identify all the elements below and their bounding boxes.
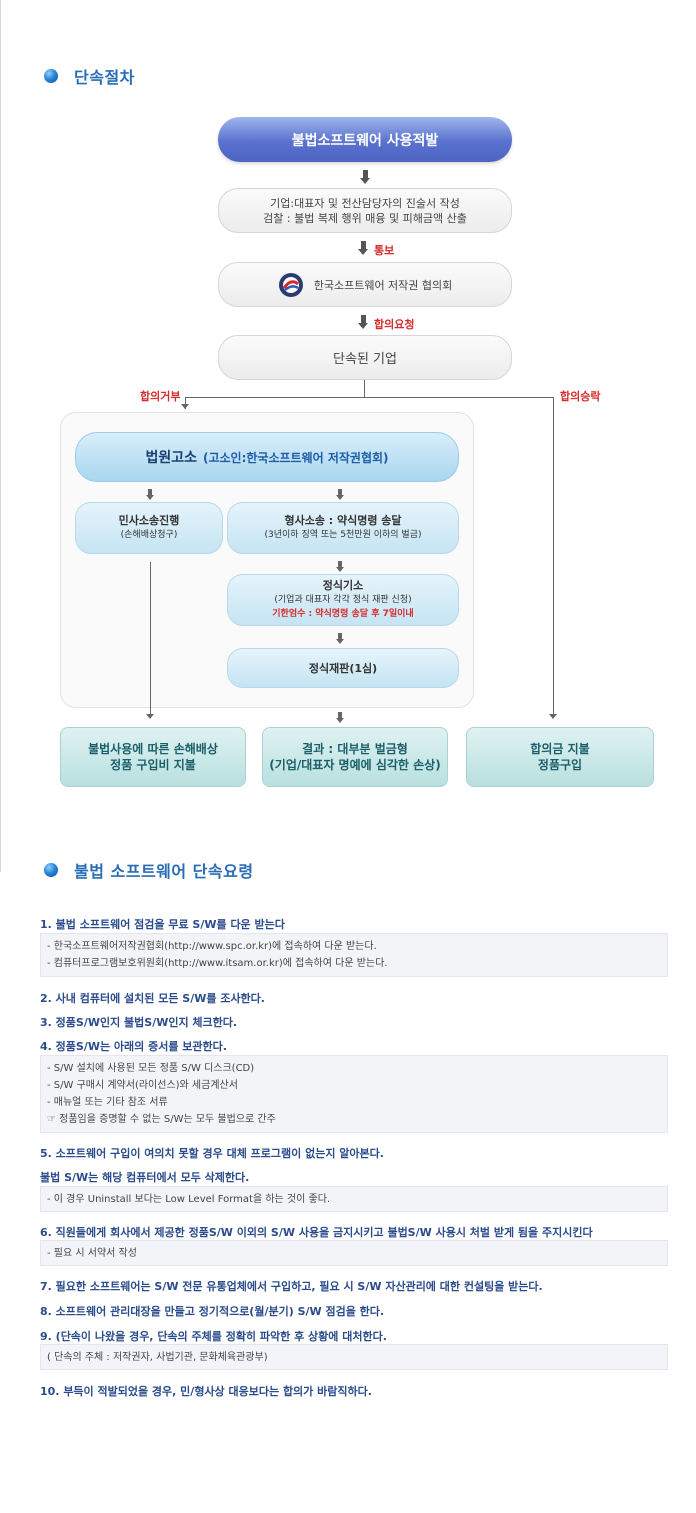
flow-company-box: 단속된 기업	[218, 335, 512, 380]
section-title-guidelines: 불법 소프트웨어 단속요령	[44, 858, 254, 882]
item-6: 6. 직원들에게 회사에서 제공한 정품S/W 이외의 S/W 사용을 금지시키…	[40, 1226, 593, 1239]
detail-line: - S/W 구매시 계약서(라이선스)와 세금계산서	[47, 1080, 238, 1091]
civil-suit-label: 민사소송진행	[118, 514, 180, 527]
item-8: 8. 소프트웨어 관리대장을 만들고 정기적으로(월/분기) S/W 점검을 한…	[40, 1305, 385, 1318]
item-9-details: ( 단속의 주체 : 저작권자, 사법기관, 문화체육관광부)	[40, 1344, 668, 1370]
refuse-label: 합의거부	[140, 390, 181, 403]
item-5-note: 불법 S/W는 해당 컴퓨터에서 모두 삭제한다.	[40, 1171, 250, 1184]
court-complainant-label: (고소인:한국소프트웨어 저작권협회)	[202, 450, 389, 465]
accept-vertical-line	[553, 397, 554, 715]
item-2: 2. 사내 컴퓨터에 설치된 모든 S/W를 조사한다.	[40, 992, 265, 1005]
result-settlement-line2: 정품구입	[537, 758, 583, 772]
association-logo-icon	[278, 272, 303, 297]
court-main-label: 법원고소	[145, 450, 197, 466]
bullet-icon	[44, 863, 58, 877]
arrow-down-icon	[360, 170, 371, 184]
item-9: 9. (단속이 나왔을 경우, 단속의 주체를 정확히 파악한 후 상황에 대처…	[40, 1330, 387, 1343]
item-3: 3. 정품S/W인지 불법S/W인지 체크한다.	[40, 1016, 238, 1029]
deadline-note: 기한엄수 : 약식명령 송달 후 7일이내	[272, 609, 414, 619]
civil-suit-sub: (손해배상청구)	[120, 530, 178, 540]
item-1-details: - 한국소프트웨어저작권협회(http://www.spc.or.kr)에 접속…	[40, 933, 668, 977]
result-fine-line2: (기업/대표자 명예에 심각한 손상)	[269, 758, 441, 772]
item-4-details: - S/W 설치에 사용된 모든 정품 S/W 디스크(CD) - S/W 구매…	[40, 1055, 668, 1133]
result-settlement-box: 합의금 지불 정품구입	[466, 727, 654, 787]
left-border	[0, 0, 1, 872]
item-5: 5. 소프트웨어 구입이 여의치 못할 경우 대체 프로그램이 없는지 알아본다…	[40, 1147, 384, 1160]
criminal-suit-sub: (3년이하 징역 또는 5천만원 이하의 벌금)	[264, 530, 422, 540]
arrow-down-icon	[358, 241, 369, 255]
arrow-down-icon	[336, 712, 344, 723]
arrow-down-icon	[358, 315, 369, 329]
flow-detected-box: 불법소프트웨어 사용적발	[218, 117, 512, 162]
branch-horizontal-line	[185, 397, 553, 398]
item-10: 10. 부득이 적발되었을 경우, 민/형사상 대응보다는 합의가 바람직하다.	[40, 1385, 372, 1398]
item-4: 4. 정품S/W는 아래의 증서를 보관한다.	[40, 1040, 227, 1053]
arrow-down-icon	[181, 404, 189, 415]
formal-trial-label: 정식재판(1심)	[308, 662, 378, 675]
bullet-icon	[44, 69, 58, 83]
flow-statement-box: 기업:대표자 및 전산담당자의 진술서 작성 검찰 : 불법 복제 행위 매융 …	[218, 188, 512, 233]
branch-left-drop	[185, 397, 186, 409]
criminal-suit-label: 형사소송 : 약식명령 송달	[284, 514, 402, 527]
flow-association-box: 한국소프트웨어 저작권 협의회	[218, 262, 512, 307]
result-damages-box: 불법사용에 따른 손해배상 정품 구입비 지불	[60, 727, 246, 787]
arrow-down-icon	[146, 489, 154, 500]
detail-line: ( 단속의 주체 : 저작권자, 사법기관, 문화체육관광부)	[47, 1352, 268, 1363]
court-box: 법원고소 (고소인:한국소프트웨어 저작권협회)	[75, 432, 459, 482]
item-5-details: - 이 경우 Uninstall 보다는 Low Level Format을 하…	[40, 1186, 668, 1212]
flow-company-label: 단속된 기업	[333, 352, 397, 367]
flow-detected-label: 불법소프트웨어 사용적발	[291, 132, 439, 149]
result-fine-line1: 결과 : 대부분 벌금형	[302, 742, 408, 756]
item-6-details: - 필요 시 서약서 작성	[40, 1240, 668, 1266]
arrow-down-icon	[336, 561, 344, 572]
detail-line: - 한국소프트웨어저작권협회(http://www.spc.or.kr)에 접속…	[47, 941, 377, 952]
flow-statement-line1: 기업:대표자 및 전산담당자의 진술서 작성	[270, 196, 460, 210]
detail-line: - 컴퓨터프로그램보호위원회(http://www.itsam.or.kr)에 …	[47, 958, 388, 969]
accept-label: 합의승락	[560, 390, 601, 403]
arrow-down-icon	[549, 714, 557, 725]
result-damages-line2: 정품 구입비 지불	[110, 758, 196, 772]
arrow-down-icon	[146, 714, 154, 725]
flow-statement-line2: 검찰 : 불법 복제 행위 매융 및 피해금액 산출	[263, 211, 467, 225]
result-fine-box: 결과 : 대부분 벌금형 (기업/대표자 명예에 심각한 손상)	[262, 727, 448, 787]
detail-line: ☞ 정품임을 증명할 수 없는 S/W는 모두 불법으로 간주	[47, 1114, 276, 1125]
formal-trial-box: 정식재판(1심)	[227, 648, 459, 688]
section-title-text: 불법 소프트웨어 단속요령	[74, 862, 254, 881]
detail-line: - 매뉴얼 또는 기타 참조 서류	[47, 1097, 168, 1108]
detail-line: - S/W 설치에 사용된 모든 정품 S/W 디스크(CD)	[47, 1063, 255, 1074]
notify-label: 통보	[374, 244, 395, 257]
formal-indictment-label: 정식기소	[322, 579, 364, 592]
civil-suit-box: 민사소송진행 (손해배상청구)	[75, 502, 223, 554]
item-1: 1. 불법 소프트웨어 점검을 무료 S/W를 다운 받는다	[40, 918, 285, 931]
flow-association-label: 한국소프트웨어 저작권 협의회	[313, 278, 453, 292]
arrow-down-icon	[336, 489, 344, 500]
detail-line: - 이 경우 Uninstall 보다는 Low Level Format을 하…	[47, 1194, 331, 1205]
item-7: 7. 필요한 소프트웨어는 S/W 전문 유통업체에서 구입하고, 필요 시 S…	[40, 1280, 543, 1293]
civil-vertical-line	[150, 562, 151, 714]
result-damages-line1: 불법사용에 따른 손해배상	[88, 742, 218, 756]
section-title-enforcement-procedure: 단속절차	[44, 64, 135, 88]
formal-indictment-box: 정식기소 (기업과 대표자 각각 정식 재판 신청) 기한엄수 : 약식명령 송…	[227, 574, 459, 626]
detail-line: - 필요 시 서약서 작성	[47, 1248, 137, 1259]
formal-indictment-sub: (기업과 대표자 각각 정식 재판 신청)	[274, 595, 412, 605]
arrow-down-icon	[336, 633, 344, 644]
section-title-text: 단속절차	[74, 68, 135, 87]
branch-connector	[364, 380, 365, 398]
result-settlement-line1: 합의금 지불	[530, 742, 590, 756]
request-label: 합의요청	[374, 318, 415, 331]
criminal-suit-box: 형사소송 : 약식명령 송달 (3년이하 징역 또는 5천만원 이하의 벌금)	[227, 502, 459, 554]
